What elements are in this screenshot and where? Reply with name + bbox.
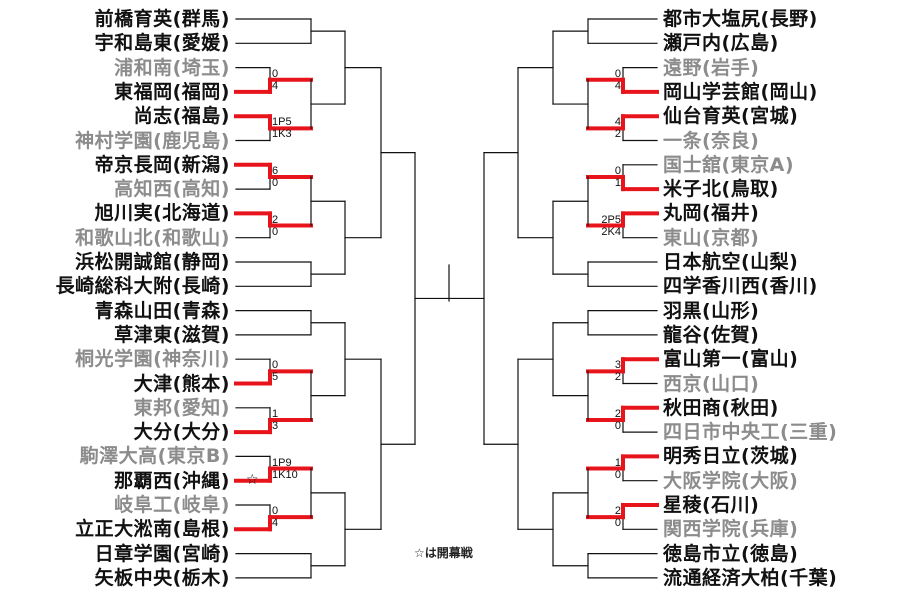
score-label: 6 <box>272 164 279 177</box>
score-label: 4 <box>614 79 621 92</box>
score-label: 0 <box>272 176 279 189</box>
team-left-16: 東邦(愛知) <box>133 396 230 419</box>
score-label: 1K3 <box>272 128 292 141</box>
team-left-5: 神村学園(鹿児島) <box>75 129 230 152</box>
team-left-7: 高知西(高知) <box>114 178 230 201</box>
team-left-3: 東福岡(福岡) <box>114 80 230 103</box>
team-left-2: 浦和南(埼玉) <box>114 56 230 79</box>
team-right-16: 秋田商(秋田) <box>663 396 779 419</box>
team-right-10: 日本航空(山梨) <box>663 251 799 273</box>
team-right-6: 国士舘(東京A) <box>663 153 795 176</box>
score-label: 1P9 <box>272 456 292 469</box>
team-right-20: 星稜(石川) <box>663 494 760 516</box>
opening-game-star-icon: ☆ <box>246 471 259 488</box>
score-label: 0 <box>272 67 279 80</box>
team-left-22: 日章学園(宮崎) <box>94 542 230 565</box>
team-left-19: 那覇西(沖縄) <box>114 469 230 492</box>
score-label: 0 <box>272 505 279 518</box>
score-label: 0 <box>614 468 621 481</box>
score-label: 5 <box>272 371 279 384</box>
team-left-12: 青森山田(青森) <box>94 299 230 322</box>
score-label: 4 <box>272 79 279 92</box>
score-label: 2 <box>614 128 621 141</box>
score-label: 2 <box>614 371 621 384</box>
score-label: 2 <box>614 505 621 518</box>
team-left-15: 大津(熊本) <box>133 372 230 395</box>
team-right-0: 都市大塩尻(長野) <box>663 8 818 30</box>
score-label: 1P5 <box>272 116 292 129</box>
team-left-17: 大分(大分) <box>133 421 230 444</box>
team-right-19: 大阪学院(大阪) <box>663 469 799 492</box>
score-label: 2K4 <box>601 225 621 238</box>
score-label: 1 <box>614 456 621 469</box>
team-right-15: 西京(山口) <box>663 372 760 395</box>
opening-game-note: ☆は開幕戦 <box>414 546 473 560</box>
team-left-9: 和歌山北(和歌山) <box>75 226 230 249</box>
team-right-7: 米子北(鳥取) <box>663 178 779 201</box>
team-right-13: 龍谷(佐賀) <box>663 323 760 346</box>
team-left-10: 浜松開誠館(静岡) <box>75 251 230 273</box>
team-left-13: 草津東(滋賀) <box>114 323 230 346</box>
team-right-22: 徳島市立(徳島) <box>663 542 799 565</box>
team-right-4: 仙台育英(宮城) <box>663 105 799 128</box>
team-left-4: 尚志(福島) <box>133 105 230 128</box>
team-left-23: 矢板中央(栃木) <box>94 566 230 589</box>
score-label: 0 <box>614 164 621 177</box>
team-left-18: 駒澤大高(東京B) <box>79 445 230 468</box>
score-label: 1 <box>272 407 279 420</box>
score-label: 4 <box>272 517 279 530</box>
team-right-5: 一条(奈良) <box>663 129 760 152</box>
team-left-8: 旭川実(北海道) <box>94 202 230 225</box>
team-left-6: 帝京長岡(新潟) <box>94 153 230 176</box>
team-right-17: 四日市中央工(三重) <box>663 421 838 444</box>
score-label: 4 <box>614 116 621 129</box>
score-label: 0 <box>272 359 279 372</box>
team-right-3: 岡山学芸館(岡山) <box>663 80 818 103</box>
team-right-14: 富山第一(富山) <box>663 348 799 371</box>
team-left-0: 前橋育英(群馬) <box>94 8 230 30</box>
team-right-18: 明秀日立(茨城) <box>663 445 799 468</box>
team-right-21: 関西学院(兵庫) <box>663 518 799 541</box>
team-right-1: 瀬戸内(広島) <box>663 32 779 55</box>
team-left-11: 長崎総科大附(長崎) <box>55 275 230 298</box>
score-label: 0 <box>614 67 621 80</box>
score-label: 2P5 <box>601 213 621 226</box>
score-label: 0 <box>614 419 621 432</box>
score-label: 0 <box>272 225 279 238</box>
score-label: 2 <box>614 407 621 420</box>
team-right-9: 東山(京都) <box>663 226 760 249</box>
team-right-11: 四学香川西(香川) <box>663 275 818 298</box>
score-label: 1K10 <box>272 468 298 481</box>
team-right-2: 遠野(岩手) <box>663 56 760 79</box>
team-right-23: 流通経済大柏(千葉) <box>663 566 838 589</box>
score-label: 3 <box>614 359 621 372</box>
team-right-8: 丸岡(福井) <box>663 202 760 225</box>
team-left-20: 岐阜工(岐阜) <box>114 494 230 516</box>
team-right-12: 羽黒(山形) <box>663 299 760 322</box>
team-left-1: 宇和島東(愛媛) <box>94 32 230 55</box>
team-left-21: 立正大淞南(島根) <box>75 518 230 541</box>
score-label: 0 <box>614 517 621 530</box>
score-label: 1 <box>614 176 621 189</box>
score-label: 2 <box>272 213 279 226</box>
team-left-14: 桐光学園(神奈川) <box>75 348 230 371</box>
score-label: 3 <box>272 419 279 432</box>
